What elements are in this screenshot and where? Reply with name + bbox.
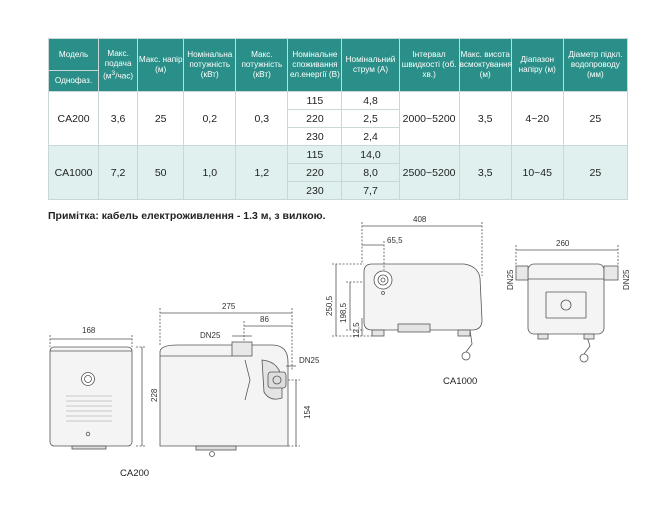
ca1000-outlet-offset-label: 65,5 xyxy=(387,236,403,245)
ca200-side-view xyxy=(159,308,300,457)
ca200-length-label: 275 xyxy=(222,302,236,311)
table-row: 220 8,0 xyxy=(49,163,628,182)
header-max-head: Макс. напір (м) xyxy=(137,38,185,92)
cell-nominal-power: 0,2 xyxy=(183,91,237,146)
header-speed-interval: Інтервал швидкості (об. хв.) xyxy=(398,38,460,92)
cell-voltage: 115 xyxy=(287,145,343,164)
header-max-suction: Макс. висота всмоктування (м) xyxy=(458,38,512,92)
ca1000-port-right-label: DN25 xyxy=(622,269,631,290)
cell-speed: 2500~5200 xyxy=(398,145,460,200)
cell-current: 2,4 xyxy=(341,127,400,146)
header-nominal-power: Номінальна потужність (кВт) xyxy=(183,38,237,92)
cell-voltage: 230 xyxy=(287,181,343,200)
cell-model: CA200 xyxy=(47,91,100,146)
cell-nominal-power: 1,0 xyxy=(183,145,237,200)
ca200-front-width-label: 168 xyxy=(82,326,96,335)
cell-speed: 2000~5200 xyxy=(398,91,460,146)
ca1000-foot-height-label: 12,5 xyxy=(352,322,361,338)
cell-diameter: 25 xyxy=(562,91,629,146)
ca1000-caption: CA1000 xyxy=(443,376,477,387)
ca200-height-label: 228 xyxy=(150,388,159,402)
header-pipe-diameter: Діаметр підкл. водопроводу (мм) xyxy=(562,38,629,92)
spec-table: Модель Макс. подача (м3/час) Макс. напір… xyxy=(47,38,629,200)
header-phase: Однофаз. xyxy=(47,70,100,92)
ca1000-side-view xyxy=(332,222,483,361)
ca200-caption: CA200 xyxy=(120,468,149,479)
ca1000-height-label: 250,5 xyxy=(325,295,334,316)
cell-head: 25 xyxy=(137,91,185,146)
header-model: Модель xyxy=(47,38,100,71)
cell-current: 7,7 xyxy=(341,181,400,200)
ca200-front-view xyxy=(49,335,146,450)
cell-head: 50 xyxy=(137,145,185,200)
ca200-inlet-port-label: DN25 xyxy=(299,356,320,365)
table-row: CA1000 7,2 50 1,0 1,2 115 14,0 2500~5200… xyxy=(47,145,629,200)
header-nominal-current: Номінальний струм (А) xyxy=(341,38,400,92)
table-row: 220 2,5 xyxy=(49,109,628,128)
ca1000-end-view xyxy=(515,245,619,363)
ca1000-width-label: 260 xyxy=(556,239,570,248)
ca1000-mount-height-label: 198,5 xyxy=(339,302,348,323)
cell-suction: 3,5 xyxy=(458,91,512,146)
cell-voltage: 230 xyxy=(287,127,343,146)
table-row: 230 7,7 xyxy=(49,181,628,200)
ca200-outlet-port-label: DN25 xyxy=(200,331,221,340)
table-row: CA200 3,6 25 0,2 0,3 115 4,8 2000~5200 3… xyxy=(47,91,629,146)
cell-diameter: 25 xyxy=(562,145,629,200)
ca200-outlet-offset-label: 86 xyxy=(260,315,269,324)
ca200-inlet-height-label: 154 xyxy=(303,405,312,419)
header-head-range: Діапазон напіру (м) xyxy=(510,38,564,92)
ca1000-length-label: 408 xyxy=(413,215,427,224)
cell-voltage: 220 xyxy=(287,109,343,128)
table-row: 230 2,4 xyxy=(49,127,628,146)
cell-current: 8,0 xyxy=(341,163,400,182)
header-max-power: Макс. потужність (кВт) xyxy=(235,38,289,92)
cell-current: 4,8 xyxy=(341,91,400,110)
cell-model: CA1000 xyxy=(47,145,100,200)
ca1000-port-left-label: DN25 xyxy=(506,269,515,290)
cell-head-range: 10~45 xyxy=(510,145,564,200)
cell-max-power: 1,2 xyxy=(235,145,289,200)
cable-note: Примітка: кабель електроживлення - 1.3 м… xyxy=(48,210,326,222)
cell-max-power: 0,3 xyxy=(235,91,289,146)
cell-head-range: 4~20 xyxy=(510,91,564,146)
